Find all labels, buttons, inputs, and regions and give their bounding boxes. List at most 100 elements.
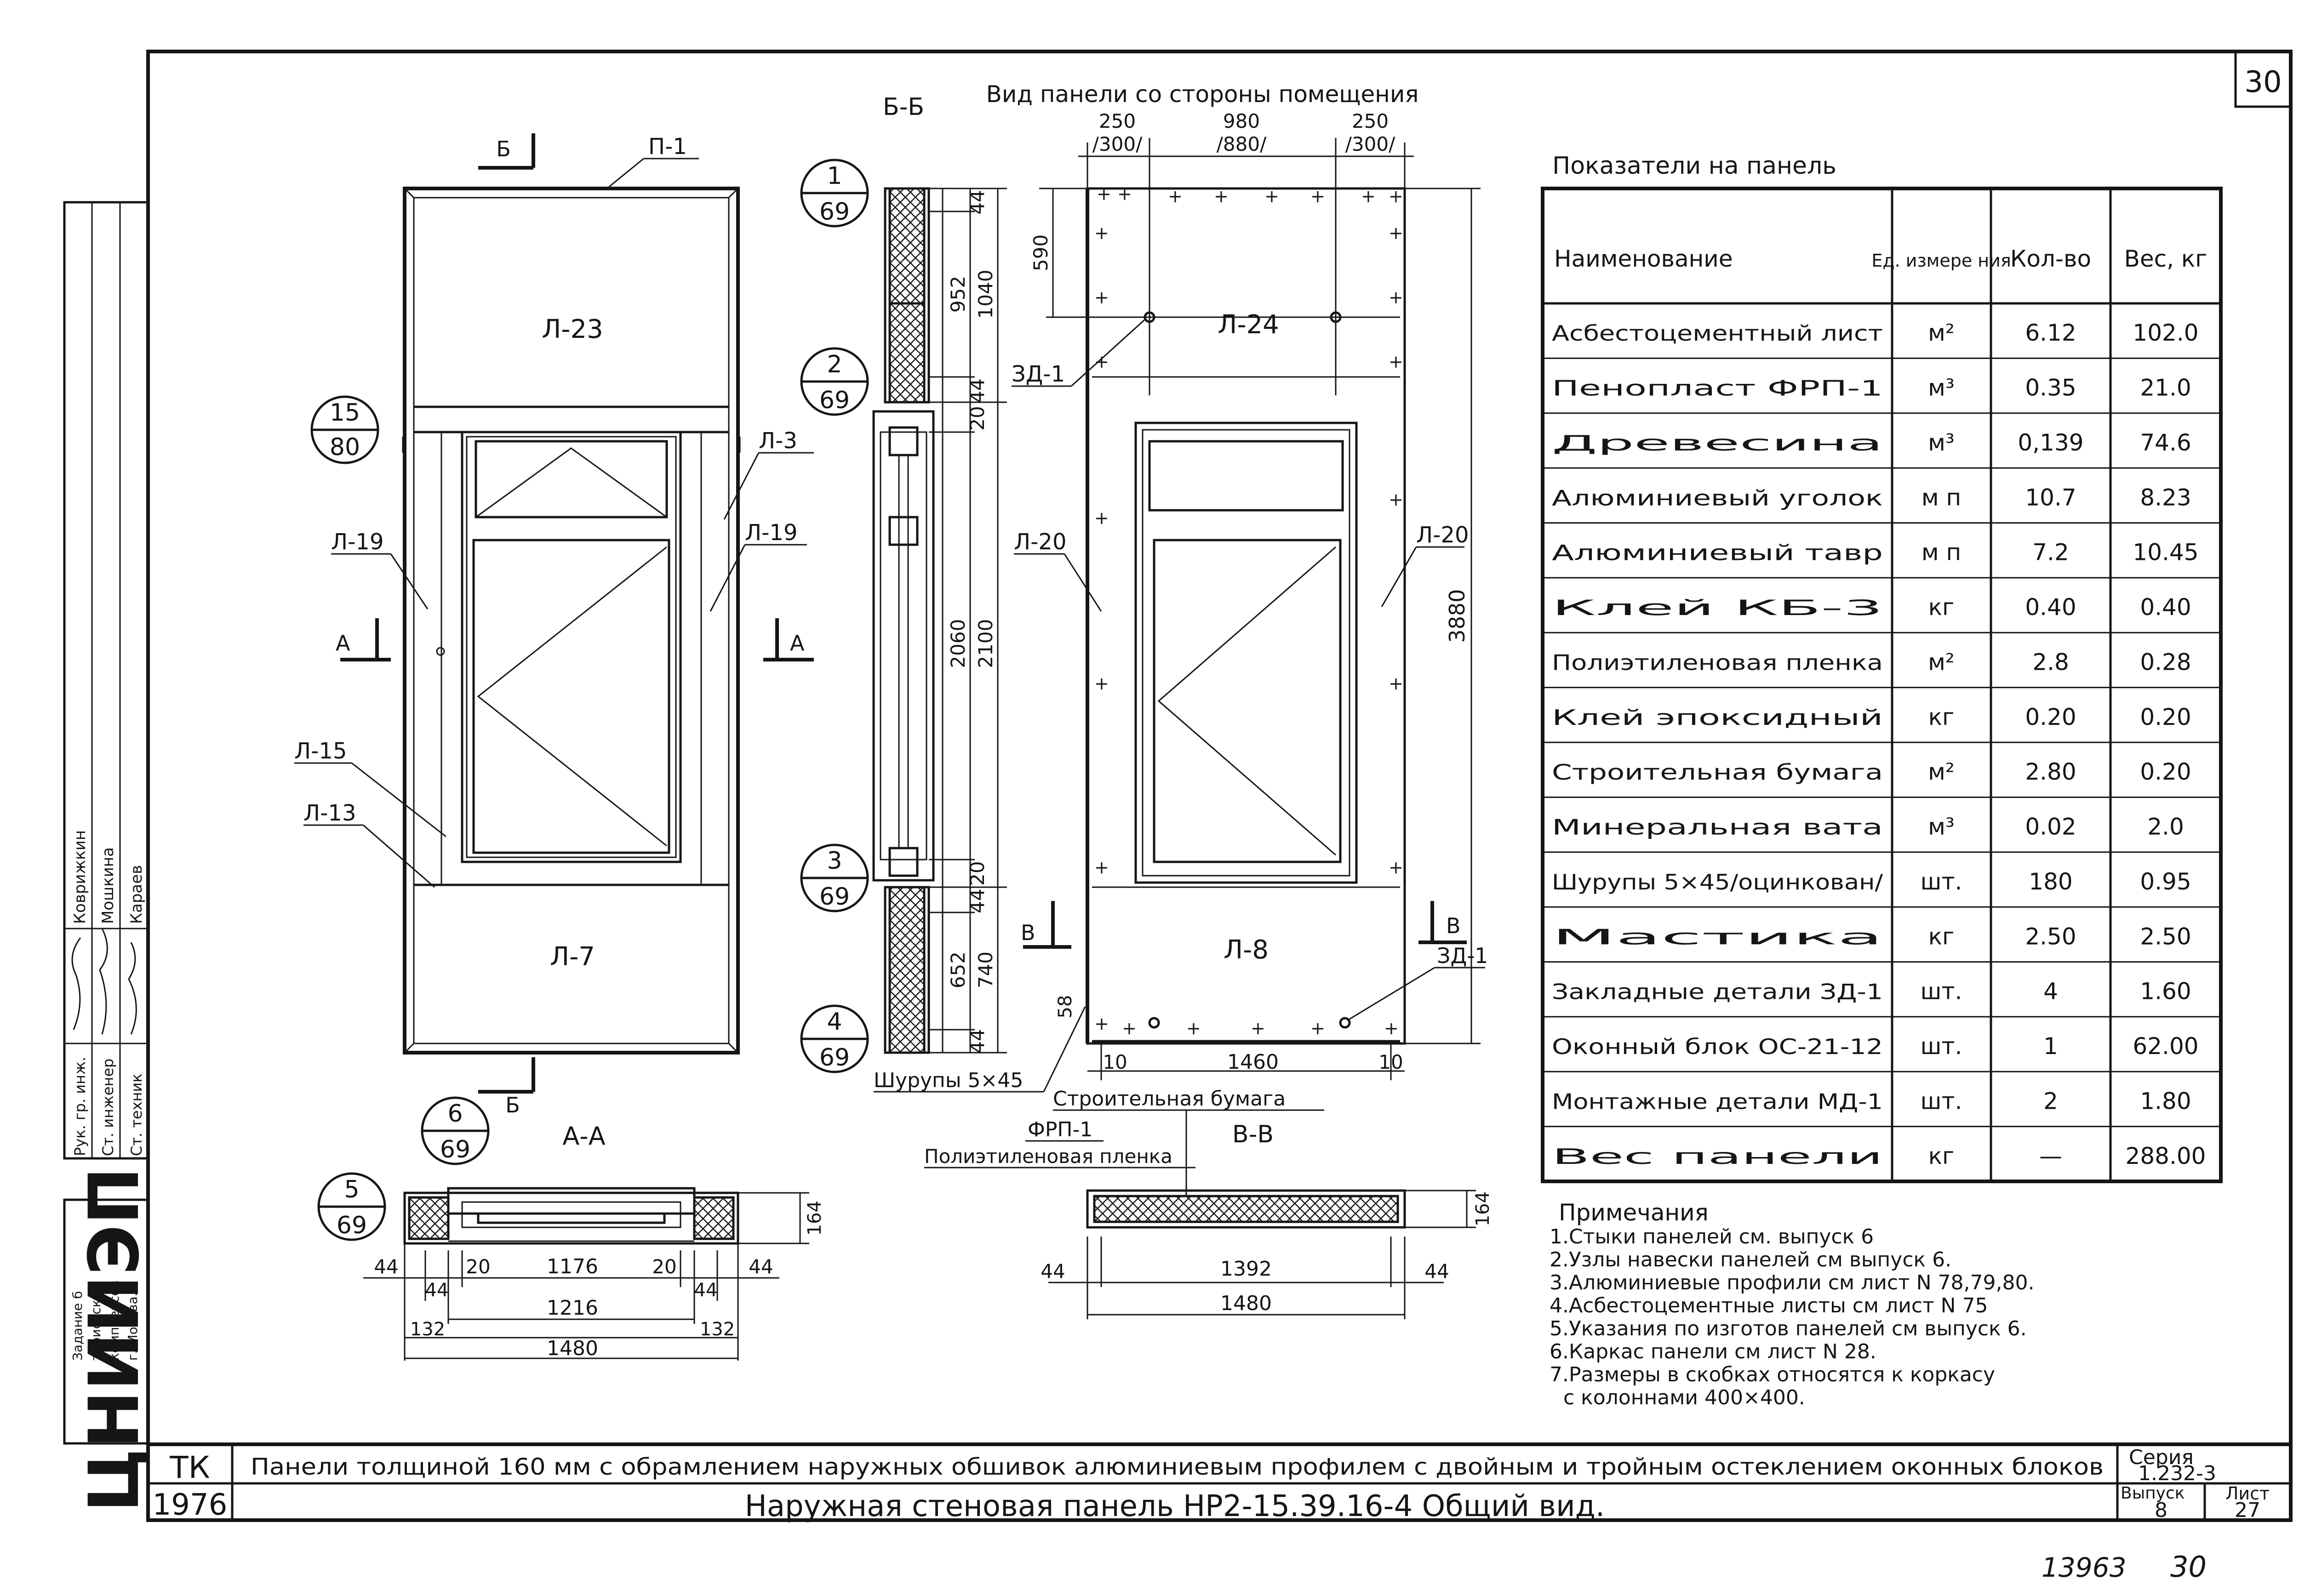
table-cell-qty: 4 bbox=[2043, 978, 2058, 1005]
aa-dim-1176: 1176 bbox=[547, 1255, 598, 1278]
svg-text:15: 15 bbox=[330, 399, 360, 427]
bb-dim-20-2: 20 bbox=[966, 861, 989, 885]
aa-dim-44-d: 44 bbox=[694, 1280, 718, 1301]
table-cell-weight: 0.20 bbox=[2140, 704, 2191, 730]
bb-dim-2100: 2100 bbox=[974, 619, 997, 668]
table-cell-qty: — bbox=[2039, 1143, 2062, 1169]
label-L7: Л-7 bbox=[550, 942, 595, 972]
label-ZD1-bottom: ЗД-1 bbox=[1437, 943, 1488, 968]
table-cell-name: Полиэтиленовая пленка bbox=[1552, 650, 1883, 675]
signature-stamp: Рук. гр. инж. Ст. инженер Ст. техник Ков… bbox=[63, 201, 154, 1512]
aa-dim-44-b: 44 bbox=[749, 1255, 773, 1278]
tb-issue-value: 8 bbox=[2155, 1499, 2167, 1522]
label-P1: П-1 bbox=[648, 134, 687, 160]
table-header-unit: Ед. измере ния bbox=[1871, 251, 2011, 271]
svg-text:4: 4 bbox=[827, 1008, 842, 1036]
label-L15: Л-15 bbox=[294, 738, 347, 764]
dim-10-left: 10 bbox=[1103, 1051, 1127, 1073]
table-cell-weight: 1.60 bbox=[2140, 978, 2191, 1005]
table-cell-unit: м² bbox=[1928, 649, 1955, 675]
svg-text:+: + bbox=[1389, 673, 1403, 694]
table-cell-name: Монтажные детали МД-1 bbox=[1552, 1089, 1883, 1114]
table-cell-qty: 0.35 bbox=[2025, 375, 2076, 401]
dim-1460: 1460 bbox=[1227, 1050, 1279, 1074]
aa-dim-164: 164 bbox=[804, 1201, 825, 1236]
table-header-qty: Кол-во bbox=[2010, 245, 2091, 272]
table-header-weight: Вес, кг bbox=[2124, 245, 2207, 272]
dim-250-right: 250 bbox=[1352, 110, 1389, 132]
svg-text:+: + bbox=[1310, 186, 1325, 206]
label-L13: Л-13 bbox=[303, 800, 356, 826]
label-ZD1-top: ЗД-1 bbox=[1012, 361, 1065, 387]
tb-code: ТК bbox=[169, 1450, 210, 1485]
table-cell-weight: 10.45 bbox=[2133, 539, 2198, 566]
label-L20-right: Л-20 bbox=[1416, 522, 1469, 548]
svg-text:69: 69 bbox=[819, 883, 850, 911]
callout-15-80: 15 80 bbox=[310, 395, 379, 464]
dim-3880: 3880 bbox=[1445, 589, 1470, 643]
table-cell-unit: шт. bbox=[1921, 1088, 1962, 1114]
svg-text:+: + bbox=[1389, 287, 1403, 308]
dim-880: /880/ bbox=[1217, 133, 1267, 155]
table-cell-unit: шт. bbox=[1921, 978, 1962, 1005]
bb-dim-44-2: 44 bbox=[966, 378, 989, 403]
table-cell-weight: 2.50 bbox=[2140, 923, 2191, 950]
table-cell-qty: 10.7 bbox=[2025, 484, 2076, 511]
svg-text:+: + bbox=[1264, 186, 1279, 206]
dim-58: 58 bbox=[1055, 995, 1076, 1019]
label-screws: Шурупы 5×45 bbox=[874, 1069, 1023, 1092]
note-5: 5.Указания по изготов панелей см выпуск … bbox=[1550, 1317, 2027, 1340]
table-cell-qty: 0.02 bbox=[2025, 814, 2076, 840]
note-1: 1.Стыки панелей см. выпуск 6 bbox=[1550, 1225, 1874, 1248]
svg-text:+: + bbox=[1384, 1018, 1399, 1038]
notes-title: Примечания bbox=[1559, 1199, 1709, 1226]
vv-dim-164: 164 bbox=[1472, 1191, 1493, 1226]
svg-text:2: 2 bbox=[827, 351, 842, 378]
cut-mark-b-top: Б bbox=[496, 137, 511, 161]
stamp-name-2: Мошкина bbox=[99, 847, 117, 924]
bb-dim-1040: 1040 bbox=[974, 270, 997, 319]
bb-dim-44-1: 44 bbox=[966, 190, 989, 214]
stamp-role-1: Рук. гр. инж. bbox=[71, 1057, 89, 1156]
stamp-name-3: Караев bbox=[127, 865, 146, 924]
callout-5-69: 5 69 bbox=[317, 1172, 386, 1241]
table-cell-qty: 2 bbox=[2043, 1088, 2058, 1114]
stamp-role-3: Ст. техник bbox=[128, 1073, 145, 1156]
stamp-org-3: комплексов bbox=[107, 1280, 122, 1361]
svg-text:+: + bbox=[1122, 1018, 1137, 1038]
table-cell-unit: кг bbox=[1928, 1143, 1954, 1169]
label-L3: Л-3 bbox=[759, 428, 797, 454]
svg-text:+: + bbox=[1117, 184, 1132, 204]
bb-dim-20-1: 20 bbox=[966, 406, 989, 430]
table-cell-unit: шт. bbox=[1921, 1033, 1962, 1060]
aa-dim-1480: 1480 bbox=[547, 1337, 598, 1360]
table-cell-weight: 2.0 bbox=[2147, 814, 2184, 840]
table-cell-name: Мастика bbox=[1552, 924, 1883, 949]
vv-dim-44-a: 44 bbox=[1041, 1260, 1065, 1282]
note-7: 7.Размеры в скобках относятся к коркасу bbox=[1550, 1363, 1995, 1386]
table-cell-qty: 0.40 bbox=[2025, 594, 2076, 621]
svg-text:+: + bbox=[1389, 490, 1403, 510]
dim-300-left: /300/ bbox=[1092, 133, 1143, 155]
svg-text:+: + bbox=[1214, 186, 1229, 206]
dim-250-left: 250 bbox=[1099, 110, 1136, 132]
stamp-role-2: Ст. инженер bbox=[99, 1059, 117, 1156]
table-cell-unit: м п bbox=[1922, 484, 1961, 511]
tb-sheet-value: 27 bbox=[2235, 1499, 2260, 1522]
vv-dim-1392: 1392 bbox=[1220, 1257, 1272, 1281]
bb-dim-952: 952 bbox=[947, 276, 969, 313]
svg-text:+: + bbox=[1094, 508, 1109, 528]
note-3: 3.Алюминиевые профили см лист N 78,79,80… bbox=[1550, 1271, 2034, 1294]
interior-view-title: Вид панели со стороны помещения bbox=[986, 81, 1419, 108]
tb-issue-label: Выпуск bbox=[2121, 1484, 2185, 1503]
stamp-name-1: Коврижкин bbox=[71, 830, 89, 924]
tb-series-label: Серия bbox=[2129, 1446, 2194, 1469]
bb-dim-2060: 2060 bbox=[947, 619, 969, 668]
table-cell-unit: кг bbox=[1928, 923, 1954, 950]
callout-4-69: 4 69 bbox=[800, 1004, 869, 1073]
table-cell-name: Пенопласт ФРП-1 bbox=[1552, 376, 1883, 401]
svg-text:69: 69 bbox=[337, 1212, 367, 1239]
svg-text:69: 69 bbox=[819, 387, 850, 414]
